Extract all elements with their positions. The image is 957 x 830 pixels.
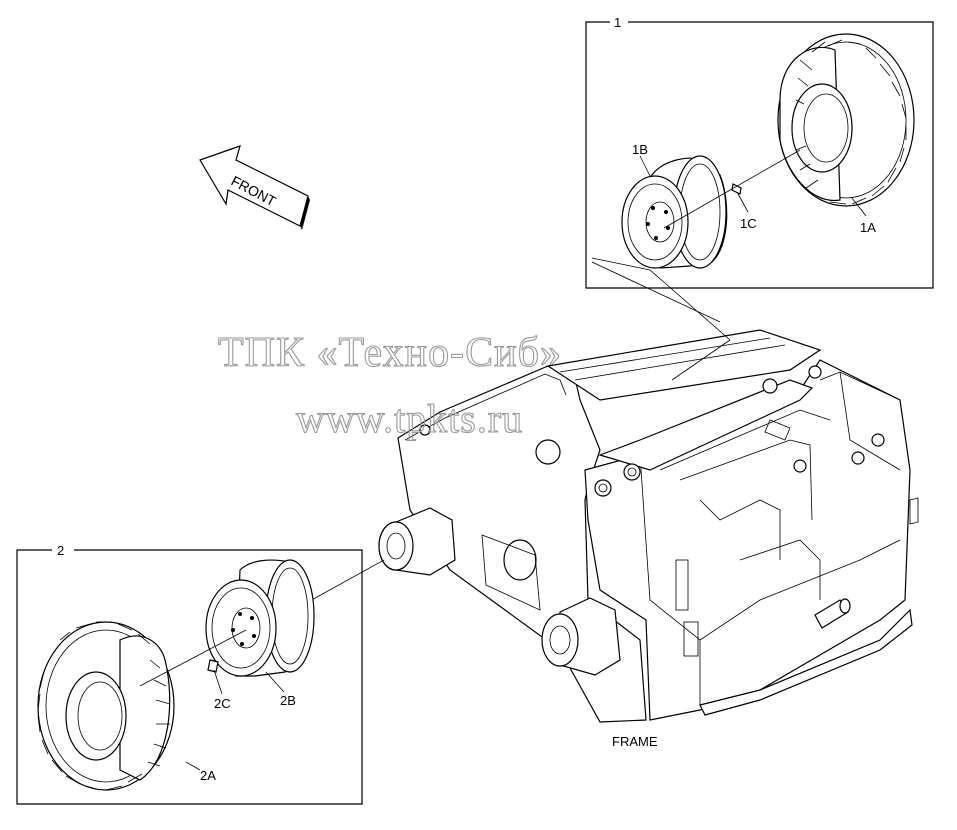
rim-2b bbox=[205, 559, 315, 677]
tire-2a bbox=[37, 621, 175, 791]
watermark-line-1: ТПК «Техно-Сиб» bbox=[218, 330, 562, 376]
label-2b: 2B bbox=[280, 693, 296, 708]
frame-label: FRAME bbox=[612, 734, 658, 749]
box-1-number: 1 bbox=[614, 15, 621, 30]
rim-1b bbox=[621, 155, 728, 269]
label-2c: 2C bbox=[214, 696, 231, 711]
detail-box-1: 1 bbox=[585, 15, 934, 381]
frame-assembly bbox=[378, 329, 919, 723]
label-2a: 2A bbox=[200, 768, 216, 783]
detail-box-2: 2 bbox=[16, 543, 385, 805]
box-2-number: 2 bbox=[57, 543, 64, 558]
label-1a: 1A bbox=[860, 220, 876, 235]
label-1c: 1C bbox=[740, 216, 757, 231]
label-1b: 1B bbox=[632, 142, 648, 157]
valve-2c bbox=[207, 659, 219, 673]
front-arrow-icon: FRONT bbox=[199, 145, 310, 230]
tire-1a bbox=[777, 33, 915, 207]
watermark-line-2: www.tpkts.ru bbox=[296, 396, 523, 441]
valve-1c bbox=[731, 183, 742, 195]
